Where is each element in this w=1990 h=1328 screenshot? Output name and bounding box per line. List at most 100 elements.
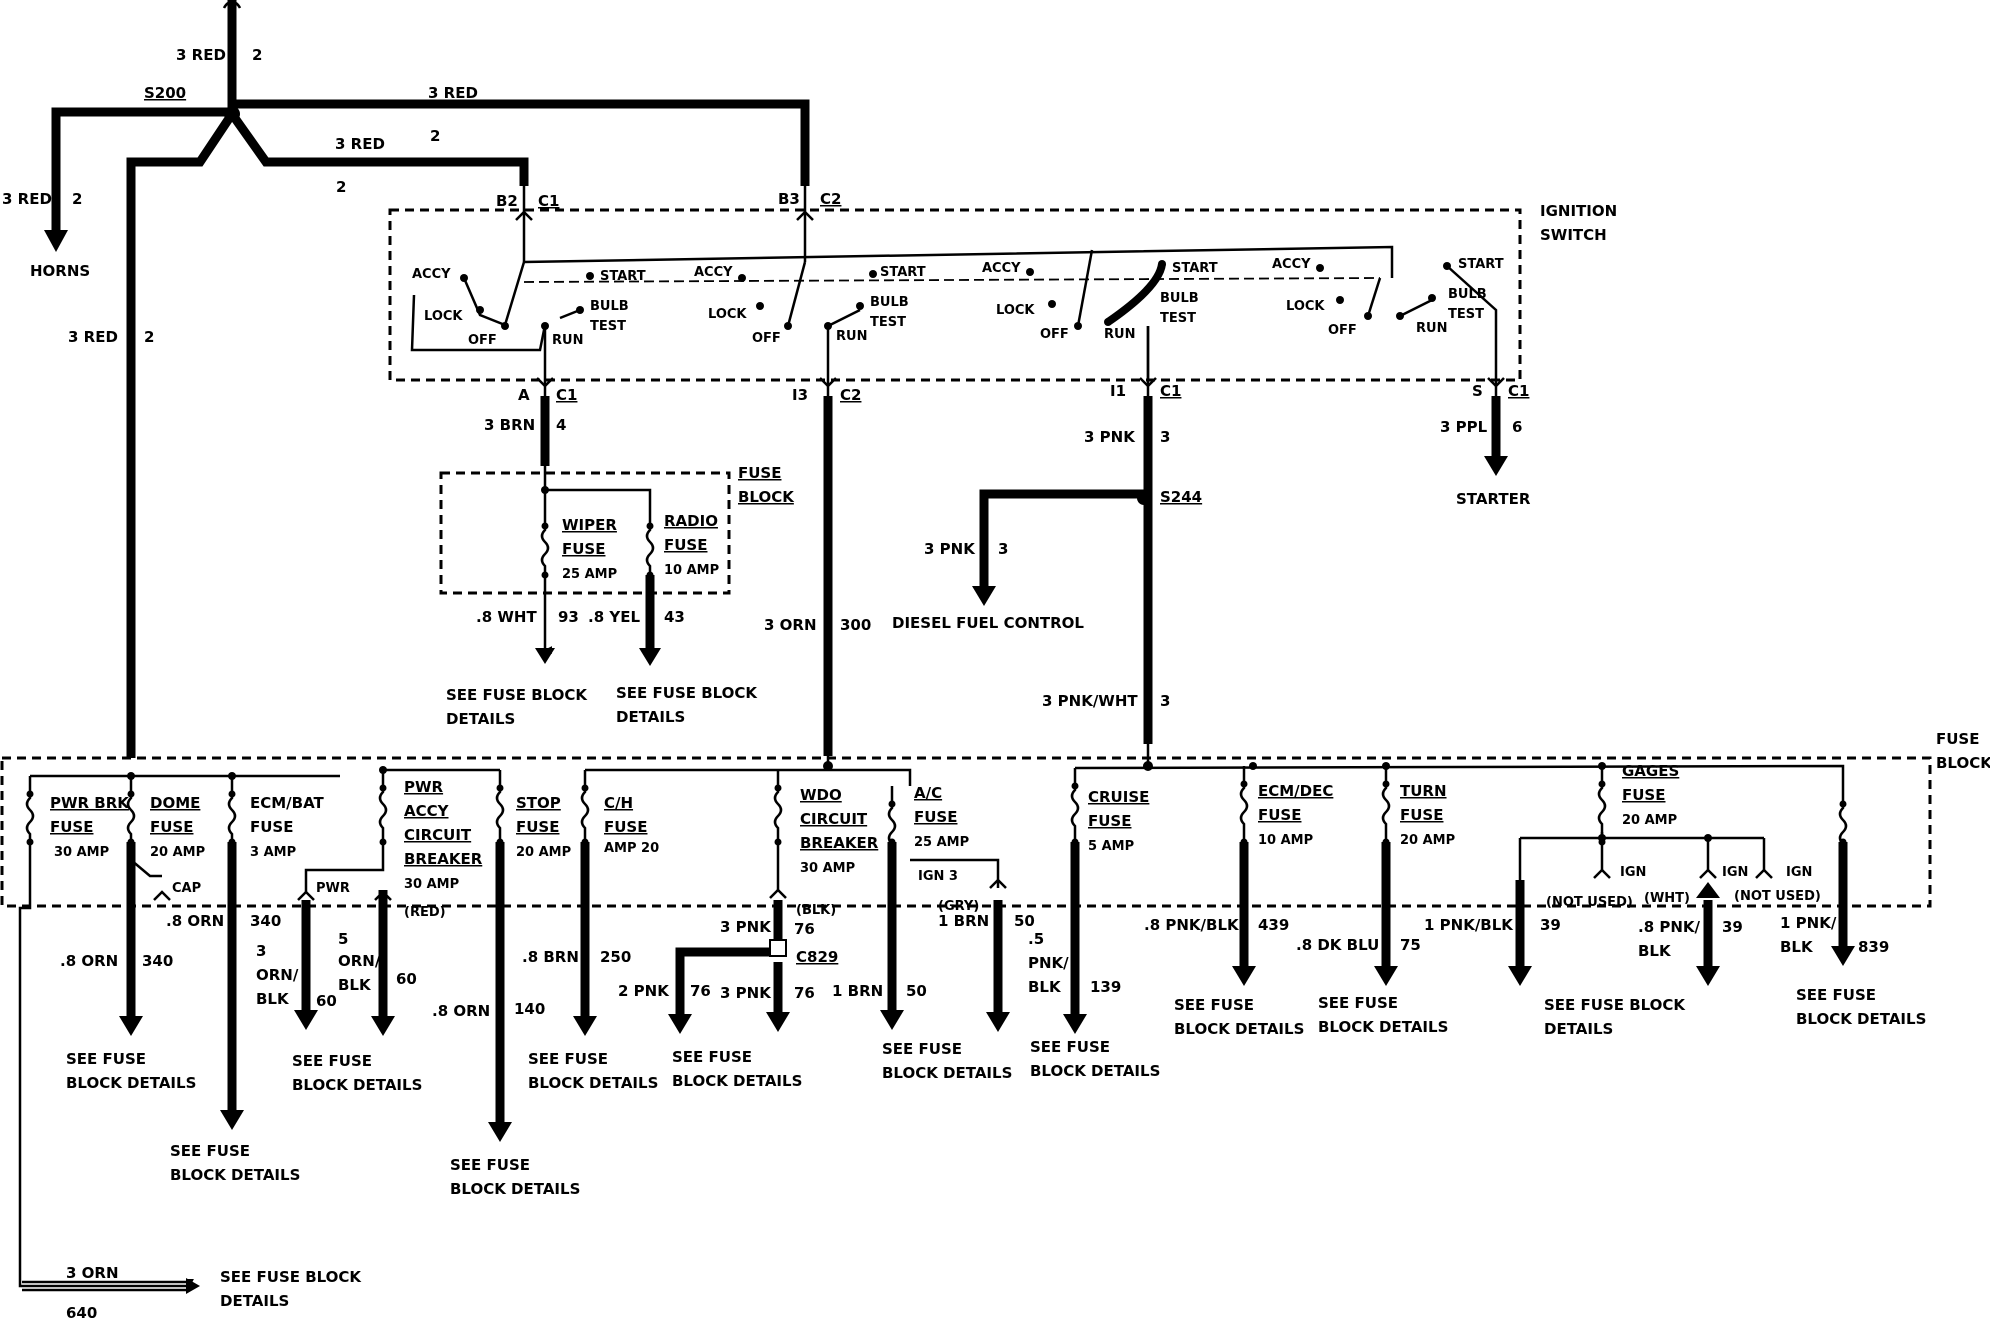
pwr-brk-fuse-symbol [25, 776, 35, 842]
sw3-accy: ACCY [982, 261, 1021, 276]
see-pwr-l2: BLOCK DETAILS [292, 1076, 422, 1094]
sw2-off: OFF [752, 331, 781, 346]
cruise-rating: 5 AMP [1088, 839, 1134, 854]
pwr-out-l2: ORN/ [338, 952, 381, 970]
see-pwr-l1: SEE FUSE [292, 1052, 372, 1070]
sw2-bulb: BULB [870, 295, 909, 310]
pwr-accy-l1: PWR [404, 778, 444, 796]
sw4-lock: LOCK [1286, 299, 1325, 314]
see-dome-l1: SEE FUSE [66, 1050, 146, 1068]
radio-fuse-l1: RADIO [664, 512, 718, 530]
horns-wire: 3 RED [2, 190, 52, 208]
pin-s-conn: C1 [1508, 382, 1529, 400]
gages-rating: 20 AMP [1622, 813, 1677, 828]
wht-wire: .8 WHT [476, 608, 537, 626]
main-fuse-block-title-1: FUSE [1936, 730, 1979, 748]
see-right-l1: SEE FUSE [1796, 986, 1876, 1004]
gages-l2: FUSE [1622, 786, 1665, 804]
gages-left-wire: 1 PNK/BLK [1424, 916, 1514, 934]
ign-label-2: IGN [1722, 865, 1748, 880]
see-ac-l1: SEE FUSE [882, 1040, 962, 1058]
see-turn-l1: SEE FUSE [1318, 994, 1398, 1012]
sw3-run: RUN [1104, 327, 1135, 342]
sw3-off: OFF [1040, 327, 1069, 342]
ignition-switch [388, 186, 1522, 396]
bottom-circuit: 640 [66, 1304, 97, 1322]
pwr-out-l1: 5 [338, 930, 348, 948]
see-turn-l2: BLOCK DETAILS [1318, 1018, 1448, 1036]
right-fuse-terminal [1839, 800, 1847, 808]
to-b2-circuit: 2 [430, 127, 440, 145]
orn-300-circuit: 300 [840, 616, 871, 634]
pwr-out-circuit: 60 [396, 970, 417, 988]
ac-l2: FUSE [914, 808, 957, 826]
yel-circuit: 43 [664, 608, 685, 626]
cruise-out-l2: PNK/ [1028, 954, 1069, 972]
ecm-bat-fuse-terminal [228, 790, 236, 798]
diesel-circuit: 3 [998, 540, 1008, 558]
top-feed-wire: 3 RED [176, 46, 226, 64]
splice-s244-label: S244 [1160, 488, 1202, 506]
pwr-brk-rating: 30 AMP [54, 845, 109, 860]
cruise-fuse-symbol [1070, 768, 1080, 842]
pin-i1-conn: C1 [1160, 382, 1181, 400]
to-b2-circuit-below: 2 [336, 178, 346, 196]
main-fuse-block [0, 744, 1932, 908]
wdo-2pnk-wire: 2 PNK [618, 982, 670, 1000]
sw1-start: START [600, 269, 646, 284]
dome-l1: DOME [150, 794, 200, 812]
pwr-brk-l1: PWR BRK [50, 794, 130, 812]
turn-l1: TURN [1400, 782, 1447, 800]
pin-b3-conn: C2 [820, 190, 841, 208]
dome-out-b-circuit: 340 [142, 952, 173, 970]
splice-s200-label: S200 [144, 84, 186, 102]
top-feed-circuit: 2 [252, 46, 262, 64]
bottom-wire: 3 ORN [66, 1264, 119, 1282]
ac-out-wire: 1 BRN [832, 982, 883, 1000]
see-dome-l2: BLOCK DETAILS [66, 1074, 196, 1092]
right-out-l1: 1 PNK/ [1780, 914, 1837, 932]
cruise-l2: FUSE [1088, 812, 1131, 830]
stop-fuse-symbol [495, 770, 505, 842]
pwr-brk-fuse-terminal [26, 790, 34, 798]
cruise-out-l1: .5 [1028, 930, 1044, 948]
sw4-accy: ACCY [1272, 257, 1311, 272]
cruise-l1: CRUISE [1088, 788, 1149, 806]
pin-b3: B3 [778, 190, 800, 208]
see-wdo-l1: SEE FUSE [672, 1048, 752, 1066]
diesel-wire: 3 PNK [924, 540, 976, 558]
ecm-out-l1: 3 [256, 942, 266, 960]
yel-wire: .8 YEL [588, 608, 640, 626]
gages-mid-l1: .8 PNK/ [1638, 918, 1701, 936]
i1-pink-harness [972, 396, 1508, 744]
pwr-accy-fuse-symbol [378, 770, 388, 842]
pwr-label: PWR [316, 881, 350, 896]
sw4-test: TEST [1448, 307, 1484, 322]
diesel-label: DIESEL FUEL CONTROL [892, 614, 1084, 632]
ecm-bat-l2: FUSE [250, 818, 293, 836]
turn-fuse-terminal [1382, 780, 1390, 788]
dome-out-a-circuit: 340 [250, 912, 281, 930]
gry-label: (GRY) [938, 899, 979, 914]
sw2-lock: LOCK [708, 307, 747, 322]
to-b2-wire: 3 RED [335, 135, 385, 153]
blk-label: (BLK) [796, 903, 836, 918]
ecm-dec-fuse-symbol [1239, 766, 1249, 842]
see-ecm-l1: SEE FUSE [170, 1142, 250, 1160]
pwr-accy-l4: BREAKER [404, 850, 483, 868]
pwr-out-l3: BLK [338, 976, 372, 994]
c829-label: C829 [796, 948, 838, 966]
wdo-3pnk-circuit: 76 [794, 984, 815, 1002]
pin-a-conn: C1 [556, 386, 577, 404]
pwr-accy-l2: ACCY [404, 802, 450, 820]
ecm-bat-fuse-symbol [227, 776, 237, 842]
brn-circuit: 4 [556, 416, 566, 434]
pin-i3: I3 [792, 386, 808, 404]
pin-i3-conn: C2 [840, 386, 861, 404]
wiper-fuse-l1: WIPER [562, 516, 617, 534]
pin-i1: I1 [1110, 382, 1126, 400]
ecm-out-l2: ORN/ [256, 966, 299, 984]
ecm-dec-l1: ECM/DEC [1258, 782, 1333, 800]
pin-b2: B2 [496, 192, 518, 210]
sw1-accy: ACCY [412, 267, 451, 282]
